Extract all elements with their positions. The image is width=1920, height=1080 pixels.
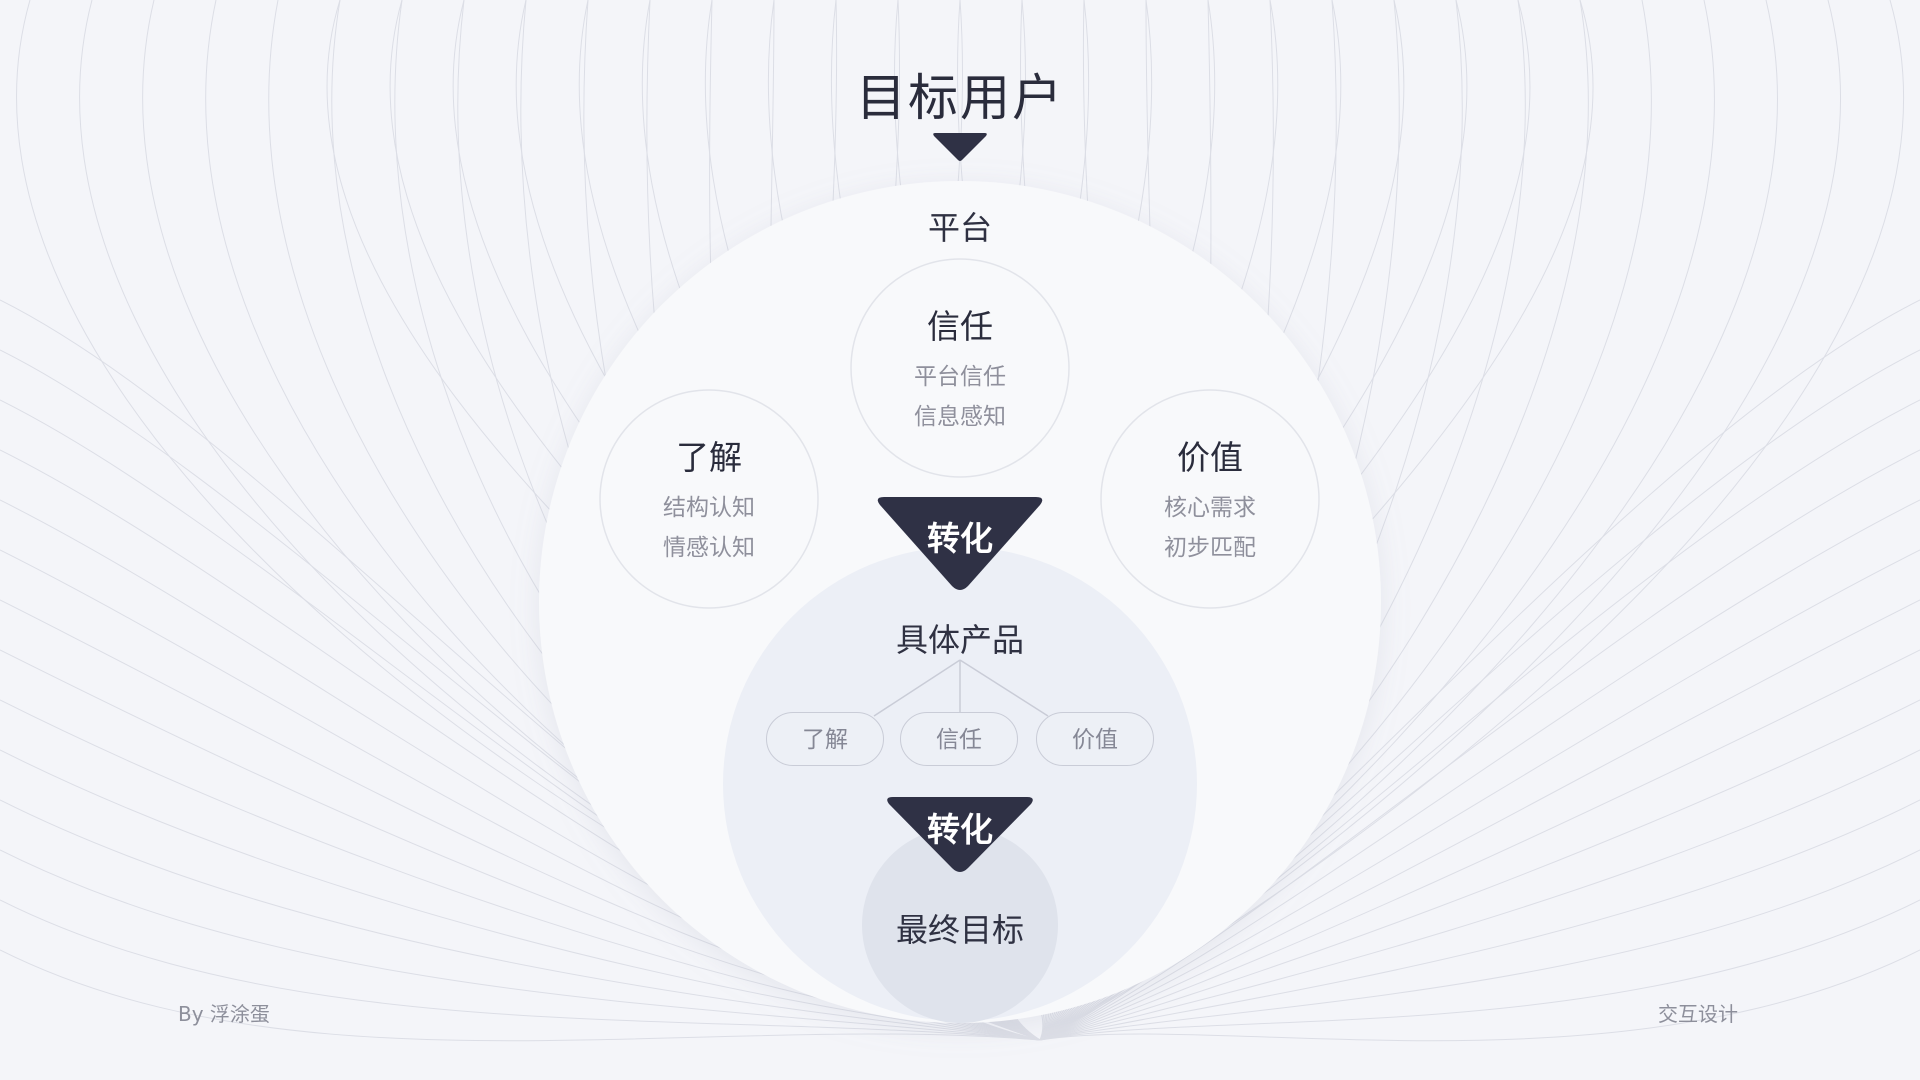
product-pill-understand: 了解 bbox=[766, 712, 884, 766]
footer-author: By 浮涂蛋 bbox=[178, 1002, 270, 1026]
background-arc bbox=[1039, 599, 1920, 1041]
value-node-title: 价值 bbox=[1177, 438, 1243, 477]
background-arc bbox=[0, 949, 1041, 1042]
background-arc bbox=[1039, 799, 1920, 1041]
understand-node-line-1: 结构认知 bbox=[663, 495, 755, 521]
product-label: 具体产品 bbox=[895, 621, 1024, 659]
background-arc bbox=[0, 749, 1041, 1041]
connector-line bbox=[959, 659, 1049, 717]
background-arc bbox=[1039, 749, 1920, 1041]
background-arc bbox=[1039, 849, 1920, 1041]
background-arc bbox=[0, 899, 1041, 1041]
trust-node-line-1: 平台信任 bbox=[914, 364, 1006, 390]
product-circle bbox=[723, 547, 1197, 1021]
product-pill-trust: 信任 bbox=[900, 712, 1018, 766]
understand-node-line-2: 情感认知 bbox=[663, 535, 755, 561]
background-arc bbox=[0, 849, 1041, 1041]
convert-label-2: 转化 bbox=[927, 810, 993, 849]
page-title: 目标用户 bbox=[856, 69, 1064, 127]
trust-node-line-2: 信息感知 bbox=[914, 404, 1006, 430]
background-arc bbox=[1039, 549, 1920, 1041]
value-node-line-2: 初步匹配 bbox=[1164, 535, 1256, 561]
understand-node-title: 了解 bbox=[676, 438, 742, 477]
goal-label: 最终目标 bbox=[895, 911, 1024, 949]
connector-line bbox=[873, 659, 961, 717]
trust-node-title: 信任 bbox=[927, 307, 993, 346]
value-node-circle bbox=[1100, 389, 1320, 609]
background-arc bbox=[1039, 449, 1920, 1041]
background-arc bbox=[1039, 949, 1920, 1042]
value-node-line-1: 核心需求 bbox=[1164, 495, 1256, 521]
background-arc bbox=[1039, 649, 1920, 1041]
background-arc bbox=[1039, 899, 1920, 1041]
background-arc bbox=[0, 799, 1041, 1041]
background-arc bbox=[1039, 699, 1920, 1041]
convert-label-1: 转化 bbox=[927, 519, 993, 558]
footer-category: 交互设计 bbox=[1658, 1002, 1738, 1026]
understand-node-circle bbox=[599, 389, 819, 609]
convert-triangle-1 bbox=[877, 497, 1043, 590]
background-arc bbox=[1039, 399, 1920, 1041]
title-down-triangle bbox=[933, 133, 987, 161]
convert-triangle-2 bbox=[887, 797, 1033, 872]
product-pill-value: 价值 bbox=[1036, 712, 1154, 766]
trust-node-circle bbox=[850, 258, 1070, 478]
goal-circle bbox=[862, 827, 1058, 1023]
platform-label: 平台 bbox=[927, 209, 992, 247]
background-arc bbox=[1039, 499, 1920, 1041]
